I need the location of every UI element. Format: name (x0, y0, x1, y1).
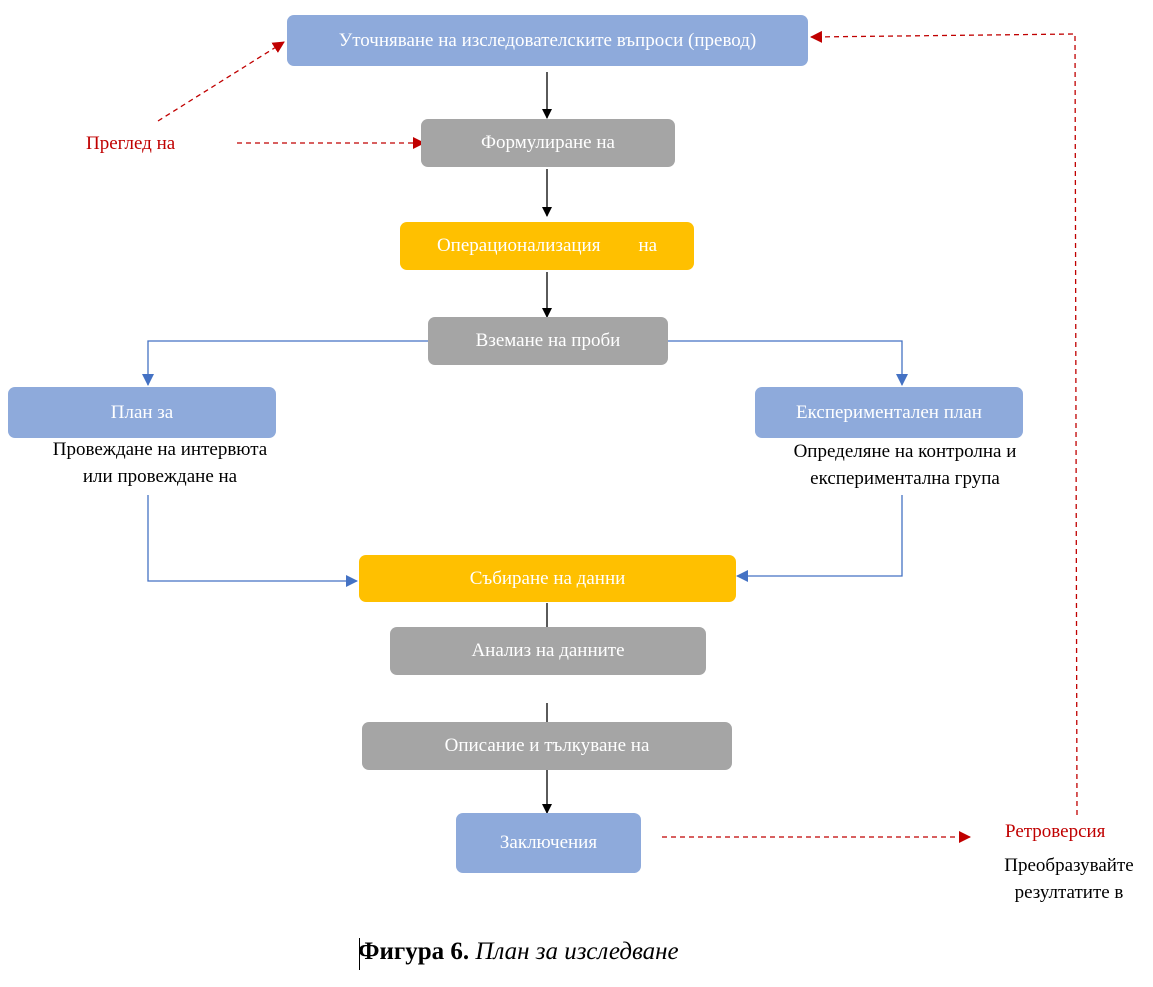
note-review: Преглед на (86, 133, 176, 154)
dashed-retro-to-clarify (810, 30, 1078, 816)
node-analysis: Анализ на данните (390, 627, 706, 675)
node-plan-left: План за (8, 387, 276, 438)
node-clarify-questions: Уточняване на изследователските въпроси … (287, 15, 808, 66)
note-plan-right-line2: експериментална група (810, 468, 1000, 489)
note-retro-line1: Преобразувайте (1004, 855, 1134, 876)
node-analysis-label: Анализ на данните (471, 640, 625, 661)
node-sampling-label: Вземане на проби (475, 330, 621, 351)
figure-caption-text: План за изследване (475, 938, 679, 965)
node-plan-left-label: План за (110, 401, 174, 423)
note-plan-right: Определяне на контролна и експерименталн… (770, 438, 1040, 492)
node-collect-data: Събиране на данни (359, 555, 736, 602)
node-describe-label: Описание и тълкуване на (444, 735, 650, 756)
note-plan-left-line2: или провеждане на (82, 466, 238, 487)
note-plan-left-line1: Провеждане на интервюта (52, 439, 268, 460)
connector-plan-left-to-collect (147, 495, 358, 587)
node-sampling: Вземане на проби (428, 317, 668, 365)
node-conclusions: Заключения (456, 813, 641, 873)
note-plan-left: Провеждане на интервюта или провеждане н… (30, 436, 290, 490)
node-collect-label: Събиране на данни (469, 567, 626, 589)
note-retro-detail: Преобразувайте резултатите в (990, 852, 1148, 906)
figure-caption: Фигура 6. План за изследване (358, 938, 679, 966)
note-retroversion: Ретроверсия (1005, 821, 1106, 842)
node-describe: Описание и тълкуване на (362, 722, 732, 770)
node-conclusions-label: Заключения (499, 832, 598, 853)
note-retro-line2: резултатите в (1014, 882, 1124, 903)
connector-sampling-to-plan-left (142, 340, 430, 386)
node-plan-right-label: Експериментален план (796, 401, 982, 423)
node-plan-right: Експериментален план (755, 387, 1023, 438)
node-operationalize-label: Операционализация на (436, 235, 658, 256)
node-formulate: Формулиране на (421, 119, 675, 167)
text-cursor (359, 938, 360, 970)
dashed-review-to-clarify (157, 41, 285, 122)
note-plan-right-line1: Определяне на контролна и (793, 441, 1017, 462)
connector-sampling-to-plan-right (666, 340, 908, 386)
figure-caption-label: Фигура 6. (358, 938, 470, 965)
node-formulate-label: Формулиране на (481, 132, 615, 153)
node-operationalize: Операционализация на (400, 222, 694, 270)
node-clarify-label: Уточняване на изследователските въпроси … (338, 29, 757, 51)
connector-plan-right-to-collect (736, 495, 903, 582)
